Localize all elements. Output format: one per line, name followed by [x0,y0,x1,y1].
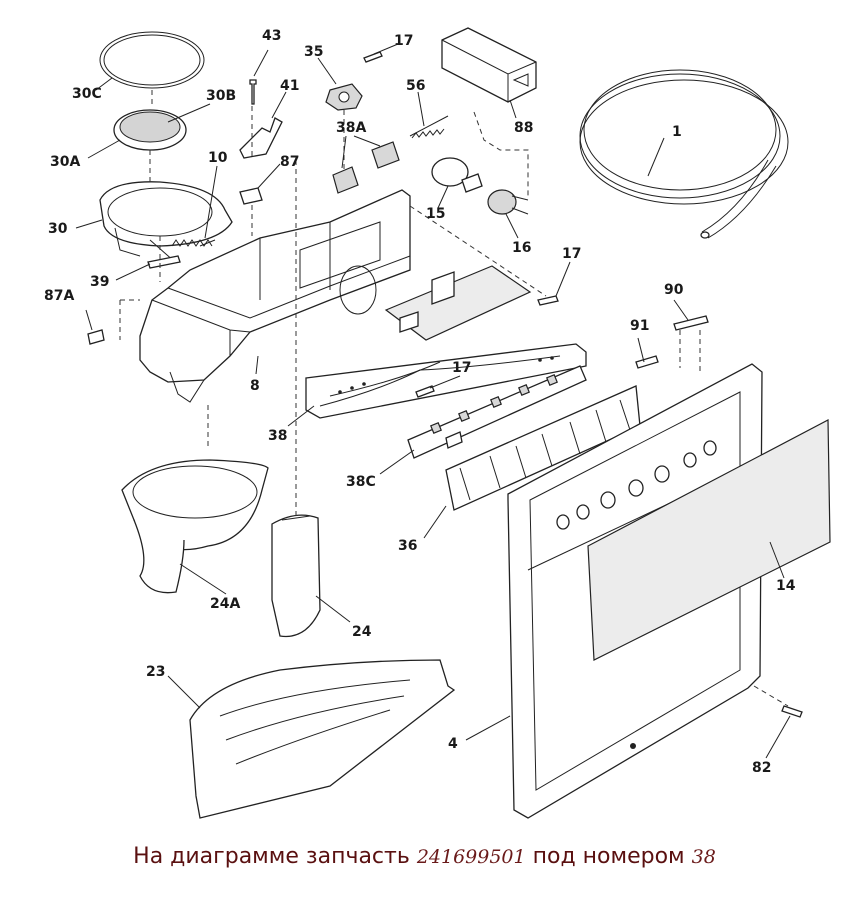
label-36: 36 [398,538,417,554]
label-30c: 30C [72,86,102,102]
part-87a-clip [87,329,105,345]
part-82-screw [781,705,803,718]
label-35: 35 [304,44,323,60]
part-24-flap [271,514,321,638]
part-16-socket [487,189,529,215]
caption-middle: под номером [532,844,685,869]
label-87a: 87A [44,288,74,304]
part-56-screw [409,115,449,139]
label-87: 87 [280,154,299,170]
label-8: 8 [250,378,260,394]
label-30a: 30A [50,154,80,170]
part-91-clip [635,355,659,369]
label-23: 23 [146,664,165,680]
label-38a: 38A [336,120,366,136]
part-labels: 30C 30B 30A 10 30 39 87A 43 41 87 35 17 … [44,28,796,776]
label-56: 56 [406,78,425,94]
part-1-tube [579,69,789,239]
label-17-middle: 17 [452,360,471,376]
label-43: 43 [262,28,281,44]
label-4: 4 [448,736,458,752]
part-pcb-bracket [384,265,532,341]
label-41: 41 [280,78,299,94]
part-30b-lens [113,109,187,151]
label-38c: 38C [346,474,376,490]
caption-prefix: На диаграмме запчасть [133,844,410,869]
label-39: 39 [90,274,109,290]
part-24a-funnel [121,459,269,594]
part-14-decal [587,419,831,661]
part-30c-gasket [99,31,205,89]
label-30: 30 [48,221,68,237]
part-43-screw [249,79,257,105]
part-38a-switches [332,141,400,194]
caption: На диаграмме запчасть 241699501 под номе… [0,844,849,869]
part-17-screw-top [363,51,383,63]
label-14: 14 [776,578,796,594]
label-17-top: 17 [394,33,413,49]
part-17-screw-right [537,295,559,306]
part-38-circuit-board [305,343,587,419]
leader-lines [75,43,791,759]
label-24: 24 [352,624,372,640]
part-88-box [441,27,537,103]
label-17-right: 17 [562,246,581,262]
exploded-parts-diagram: 30C 30B 30A 10 30 39 87A 43 41 87 35 17 … [44,27,831,819]
part-10-spring [171,165,218,247]
label-24a: 24A [210,596,240,612]
label-88: 88 [514,120,533,136]
caption-part-number: 241699501 [416,846,526,868]
part-35-switch [325,83,363,111]
label-16: 16 [512,240,531,256]
label-90: 90 [664,282,684,298]
part-8-housing [139,189,411,403]
part-23-drip-tray [189,659,456,819]
label-1: 1 [672,124,682,140]
label-15: 15 [426,206,445,222]
part-87-clip [239,187,263,205]
caption-item-number: 38 [691,846,716,868]
label-82: 82 [752,760,771,776]
label-30b: 30B [206,88,236,104]
part-90-clip [673,315,709,331]
label-10: 10 [208,150,228,166]
part-30-housing [99,181,233,263]
label-91: 91 [630,318,649,334]
part-41-bracket [239,117,283,159]
dashed-guide-lines [119,90,789,707]
label-38: 38 [268,428,287,444]
part-17-screw-middle [415,385,435,398]
part-15-bulb [431,157,483,193]
part-39-pin [147,255,181,269]
